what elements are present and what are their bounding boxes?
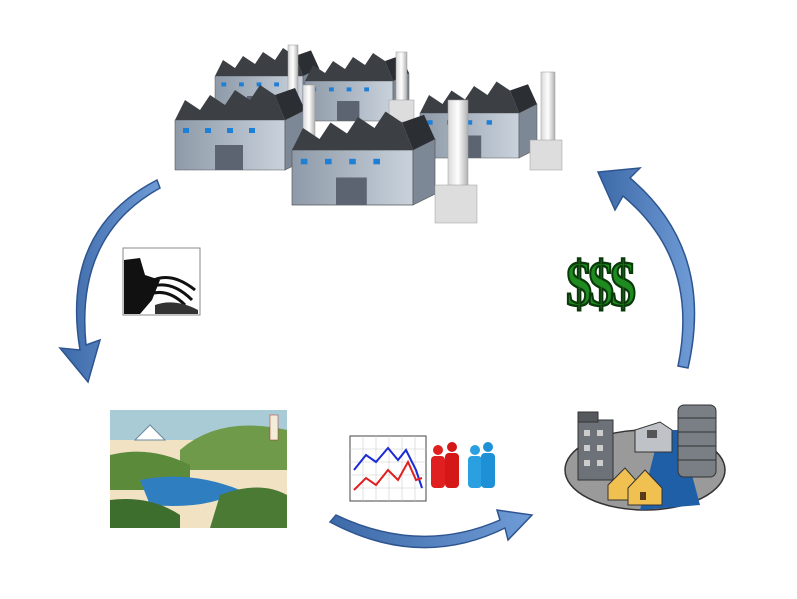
arrow-factory-to-environment bbox=[58, 178, 161, 384]
declining-chart-icon bbox=[349, 435, 427, 502]
money-symbol: $$$ bbox=[565, 248, 637, 322]
city-icon bbox=[564, 404, 726, 511]
pollution-outflow-icon bbox=[122, 247, 201, 316]
arrow-city-to-factory bbox=[596, 167, 696, 369]
landscape-painting bbox=[110, 410, 287, 528]
arrow-environment-to-city bbox=[328, 509, 534, 549]
factory-cluster-illustration bbox=[174, 44, 563, 224]
people-group-icon bbox=[431, 442, 495, 488]
